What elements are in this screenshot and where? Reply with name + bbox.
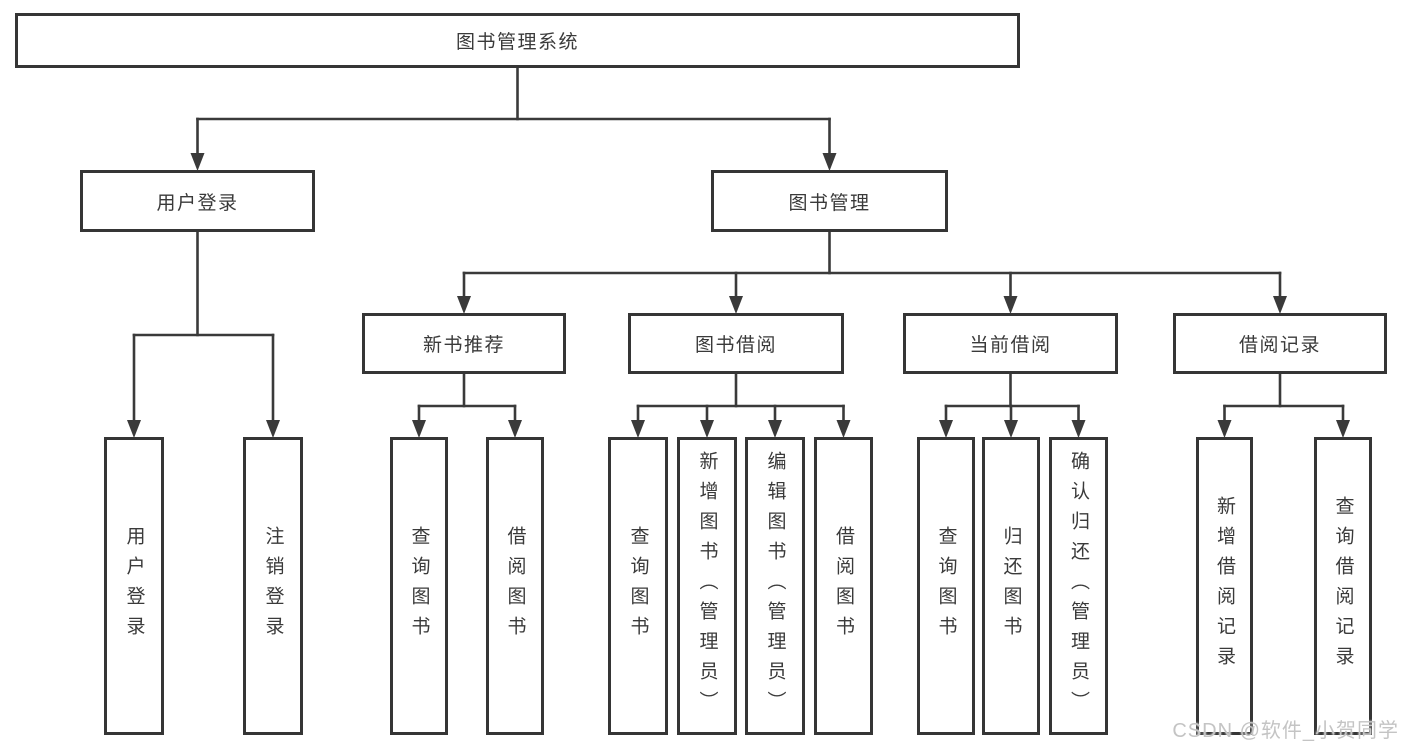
node-newbook-borrow-books: 借阅图书 (486, 437, 544, 735)
node-label: 用户登录 (123, 526, 145, 646)
node-label: 新书推荐 (422, 335, 505, 356)
node-label: 编辑图书（管理员） (764, 451, 786, 721)
node-records-add-record: 新增借阅记录 (1196, 437, 1253, 735)
node-label: 查询图书 (408, 526, 430, 646)
node-borrow-add-books-admin: 新增图书（管理员） (677, 437, 737, 735)
node-current-return-books: 归还图书 (982, 437, 1040, 735)
node-label: 借阅图书 (504, 526, 526, 646)
node-label: 用户登录 (156, 192, 239, 214)
node-current-borrowing: 当前借阅 (903, 313, 1118, 374)
node-user-login-leaf: 用户登录 (104, 437, 164, 735)
node-borrow-edit-books-admin: 编辑图书（管理员） (745, 437, 805, 735)
node-borrow-query-books: 查询图书 (608, 437, 668, 735)
node-label: 新增借阅记录 (1214, 496, 1235, 676)
node-new-book-recommend: 新书推荐 (362, 313, 566, 374)
node-label: 确认归还（管理员） (1068, 451, 1089, 721)
node-label: 注销登录 (262, 526, 284, 646)
node-label: 查询图书 (935, 526, 957, 646)
node-label: 图书管理系统 (455, 32, 579, 53)
node-borrow-borrow-books: 借阅图书 (814, 437, 873, 735)
node-book-management: 图书管理 (711, 170, 948, 232)
node-newbook-query-books: 查询图书 (390, 437, 448, 735)
node-book-borrowing: 图书借阅 (628, 313, 844, 374)
node-current-query-books: 查询图书 (917, 437, 975, 735)
node-label: 图书借阅 (694, 335, 777, 356)
node-label: 图书管理 (788, 192, 871, 214)
node-logout: 注销登录 (243, 437, 303, 735)
node-user-login: 用户登录 (80, 170, 315, 232)
node-label: 查询借阅记录 (1332, 496, 1354, 676)
node-current-confirm-return-admin: 确认归还（管理员） (1049, 437, 1108, 735)
node-borrowing-records: 借阅记录 (1173, 313, 1387, 374)
node-label: 查询图书 (627, 526, 649, 646)
node-records-query-record: 查询借阅记录 (1314, 437, 1372, 735)
node-label: 归还图书 (1000, 526, 1022, 646)
node-library-management-system: 图书管理系统 (15, 13, 1020, 68)
node-label: 当前借阅 (969, 335, 1052, 356)
node-label: 借阅记录 (1238, 335, 1321, 356)
node-label: 新增图书（管理员） (696, 451, 718, 721)
node-label: 借阅图书 (833, 526, 854, 646)
